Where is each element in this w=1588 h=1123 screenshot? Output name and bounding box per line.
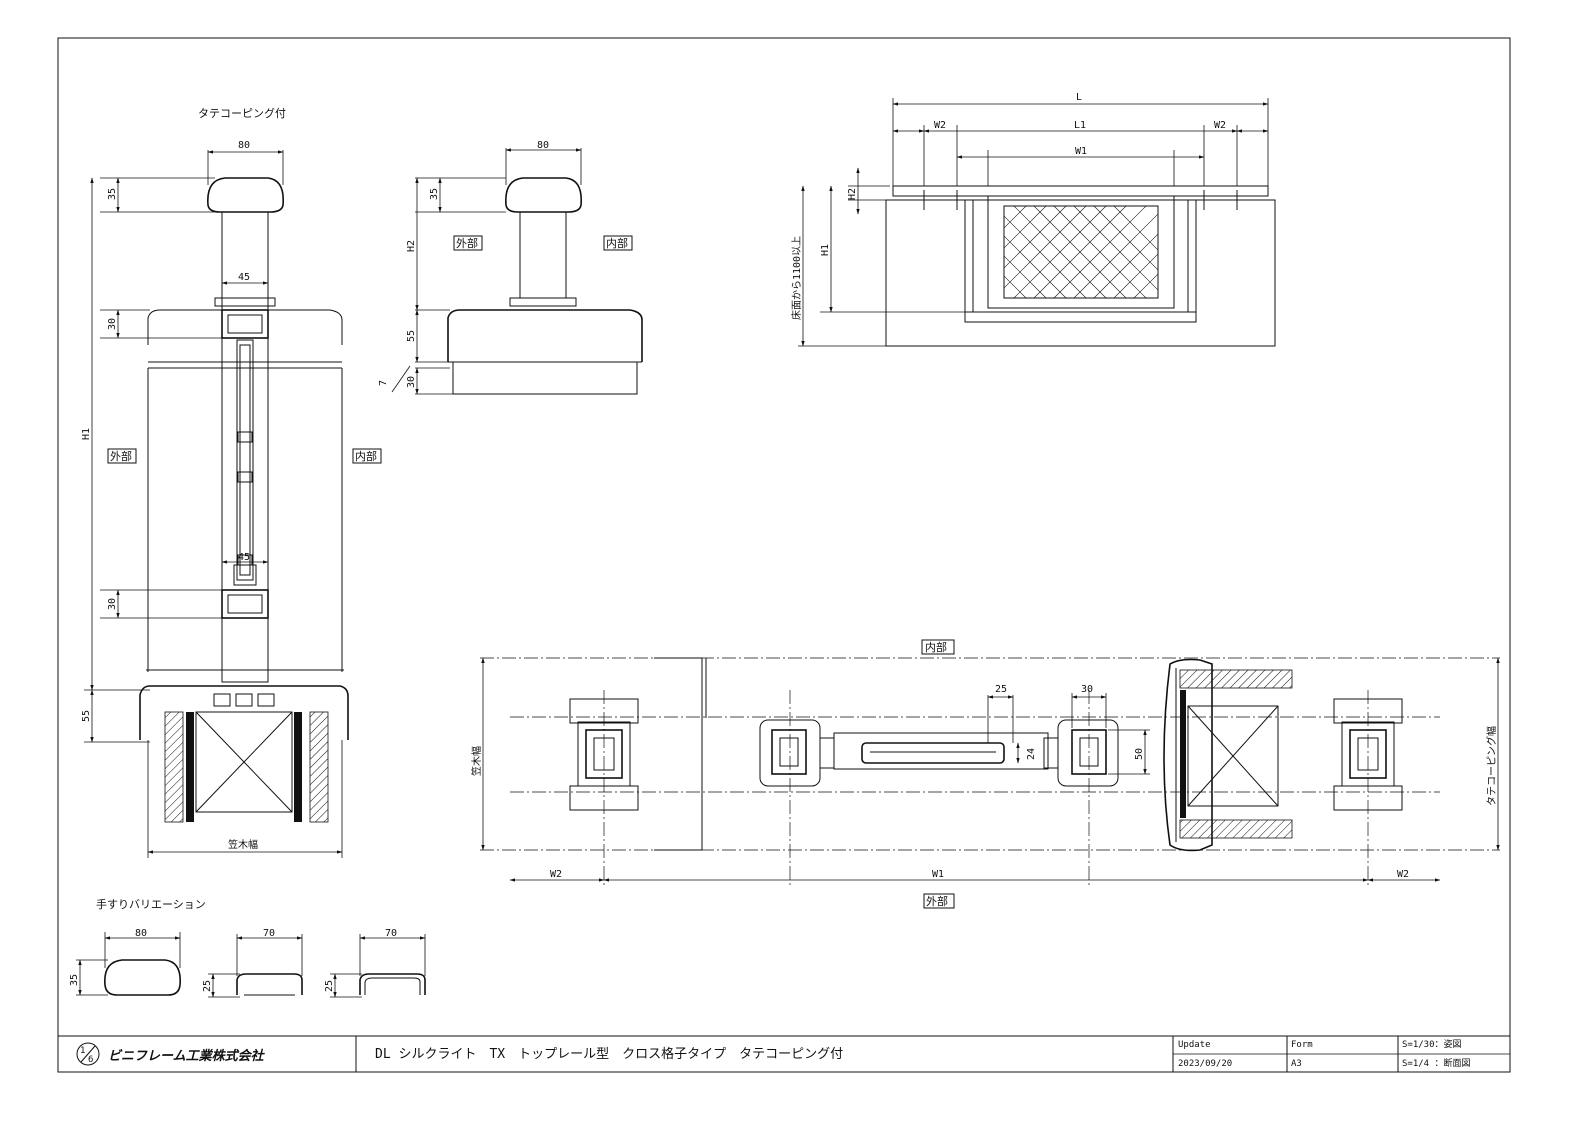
scale-2: S=1/4 ：断面図 — [1402, 1057, 1471, 1069]
section-label-inside: 内部 — [606, 236, 628, 250]
section-dim-55: 55 — [406, 330, 417, 342]
update-value: 2023/09/20 — [1178, 1059, 1232, 1069]
form-label: Form — [1291, 1040, 1313, 1050]
plan-dim-left: 笠木幅 — [470, 746, 483, 776]
side-dim-30-bottom: 30 — [107, 598, 118, 610]
side-label-outside: 外部 — [110, 449, 132, 463]
variation3-width: 70 — [385, 928, 397, 939]
section-dim-35: 35 — [429, 188, 440, 200]
svg-text:6: 6 — [88, 1055, 93, 1065]
variation1-height: 35 — [69, 974, 80, 986]
elev-dim-W2-right: W2 — [1214, 120, 1226, 131]
form-value: A3 — [1291, 1059, 1302, 1069]
elev-dim-L1: L1 — [1074, 120, 1086, 131]
handrail-variations: 手すりバリエーション 80 35 70 25 70 25 — [69, 897, 426, 998]
side-dim-45-bottom: 45 — [238, 552, 250, 563]
elev-dim-H2: H2 — [847, 188, 858, 200]
section-dim-30: 30 — [406, 376, 417, 388]
svg-text:1: 1 — [80, 1046, 85, 1056]
title-block: 1 6 ビニフレーム工業株式会社 DL シルクライト TX トップレール型 クロ… — [58, 1035, 1510, 1072]
elev-dim-W1: W1 — [1075, 146, 1087, 157]
elev-dim-W2-left: W2 — [934, 120, 946, 131]
section-dim-H2: H2 — [406, 240, 417, 252]
section-dim-80: 80 — [537, 140, 549, 151]
scale-1: S=1/30：姿図 — [1402, 1038, 1462, 1050]
side-dim-55: 55 — [81, 710, 92, 722]
side-dim-bottom: 笠木幅 — [228, 838, 258, 851]
elev-dim-H1: H1 — [820, 244, 831, 256]
variation2-height: 25 — [202, 980, 213, 992]
elev-dim-L: L — [1076, 92, 1082, 103]
plan-view: 内部 笠木幅 タテコーピング幅 25 24 — [470, 639, 1500, 909]
side-dim-80: 80 — [238, 140, 250, 151]
side-dim-35: 35 — [107, 188, 118, 200]
side-dim-30-top: 30 — [107, 318, 118, 330]
plan-label-outside: 外部 — [926, 894, 948, 908]
side-view-title: タテコーピング付 — [198, 106, 286, 120]
plan-dim-W2-right: W2 — [1397, 869, 1409, 880]
plan-dim-W2-left: W2 — [550, 869, 562, 880]
plan-dim-30: 30 — [1081, 684, 1093, 695]
sheet-border — [57, 37, 1511, 1073]
variations-title: 手すりバリエーション — [96, 897, 206, 911]
plan-dim-W1: W1 — [932, 869, 944, 880]
plan-dim-24: 24 — [1026, 748, 1037, 760]
variation1-width: 80 — [135, 928, 147, 939]
lattice-pattern — [1004, 206, 1158, 298]
plan-dim-25: 25 — [995, 684, 1007, 695]
drawing-title: DL シルクライト TX トップレール型 クロス格子タイプ タテコーピング付 — [375, 1046, 843, 1062]
company-logo: 1 6 — [76, 1042, 100, 1066]
side-view: タテコーピング付 80 35 45 30 — [81, 106, 382, 858]
side-dim-45-top: 45 — [238, 272, 250, 283]
plan-dim-right: タテコーピング幅 — [1485, 726, 1498, 806]
side-label-inside: 内部 — [355, 449, 377, 463]
plan-dim-50: 50 — [1134, 748, 1145, 760]
variation3-height: 25 — [324, 980, 335, 992]
update-label: Update — [1178, 1040, 1211, 1050]
section-view: 80 35 H2 55 30 7 外部 内部 — [378, 140, 643, 395]
section-label-outside: 外部 — [456, 236, 478, 250]
plan-label-inside: 内部 — [925, 640, 947, 654]
elevation-view: L W2 L1 W2 W1 — [790, 92, 1276, 347]
variation2-width: 70 — [263, 928, 275, 939]
company-name: ビニフレーム工業株式会社 — [108, 1048, 266, 1064]
side-dim-H1: H1 — [81, 428, 92, 440]
elev-dim-floor: 床面から1100以上 — [790, 236, 803, 320]
section-dim-7: 7 — [378, 380, 389, 386]
